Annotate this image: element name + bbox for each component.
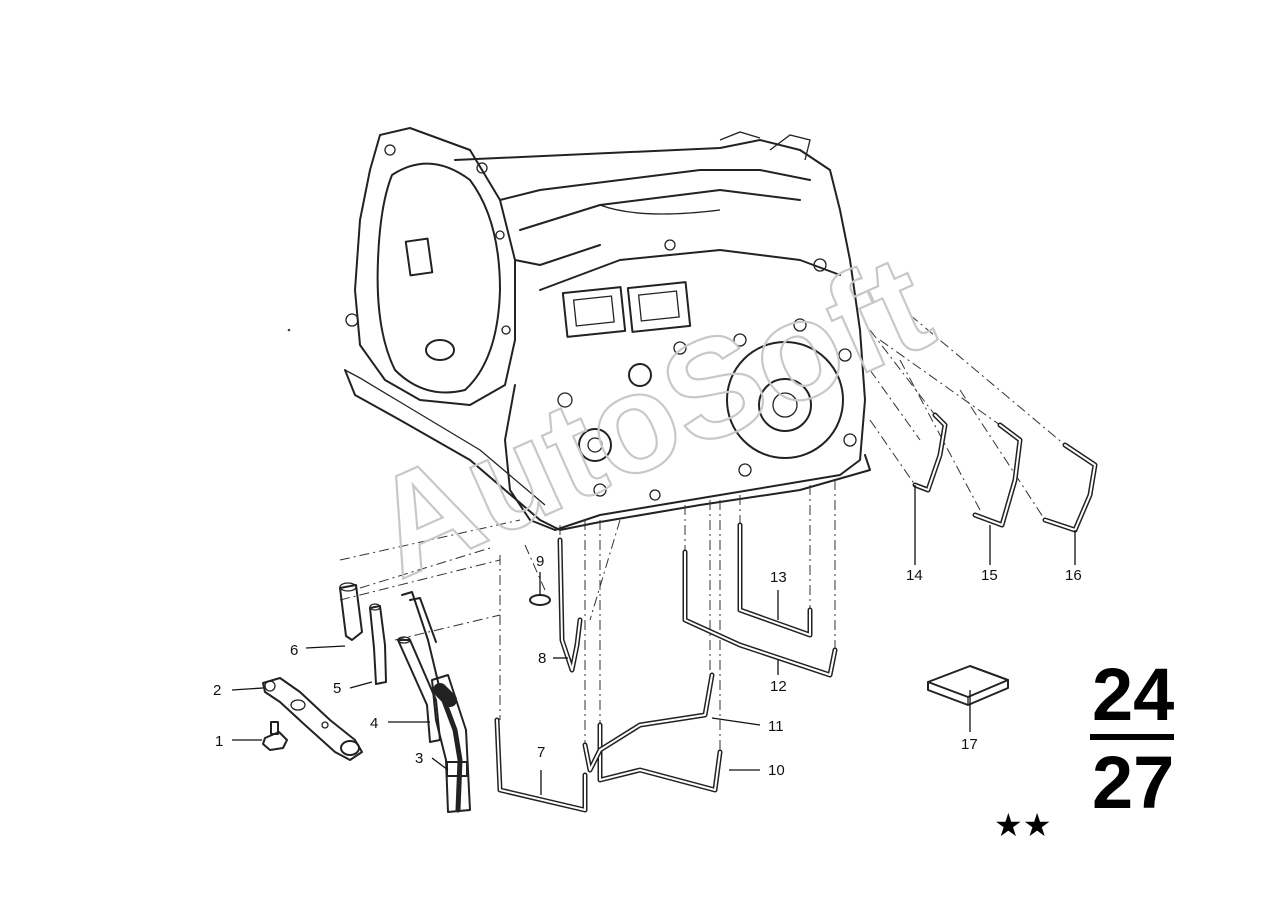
part-12-pipe (682, 549, 838, 678)
part-1-bolt (262, 721, 288, 751)
assembly-lines (339, 314, 1066, 750)
leader-lines (231, 485, 1076, 795)
callout-10: 10 (768, 762, 785, 779)
stray-dot (287, 328, 291, 332)
callout-9: 9 (536, 553, 544, 570)
part-7-pipe (494, 717, 588, 813)
callout-7: 7 (537, 744, 545, 761)
callout-8: 8 (538, 650, 546, 667)
callout-4: 4 (370, 715, 378, 732)
part-10-pipe (597, 722, 723, 793)
callout-3: 3 (415, 750, 423, 767)
fraction-bar (1090, 734, 1174, 740)
part-3-hose (431, 674, 471, 813)
part-13-pipe (737, 522, 813, 638)
part-6-hose (339, 582, 363, 641)
part-4-long-hose (401, 591, 441, 691)
callout-labels: 1 2 3 4 5 6 7 8 9 10 11 12 13 14 15 16 1… (213, 553, 1082, 779)
part-17-plate (927, 665, 1009, 706)
part-15-clip (972, 422, 1023, 528)
part-2-bracket (262, 677, 363, 761)
callout-6: 6 (290, 642, 298, 659)
callout-1: 1 (215, 733, 223, 750)
star-rating-marks: ★★ (994, 806, 1051, 844)
callout-16: 16 (1065, 567, 1082, 584)
callout-13: 13 (770, 569, 787, 586)
part-8-pipe (557, 537, 583, 673)
group-number-top: 24 (1092, 653, 1174, 736)
callout-5: 5 (333, 680, 341, 697)
callout-12: 12 (770, 678, 787, 695)
part-11-pipe (582, 672, 715, 773)
callout-2: 2 (213, 682, 221, 699)
group-number: 24 27 (1090, 653, 1174, 824)
part-5-hose (369, 603, 387, 685)
callout-11: 11 (768, 718, 784, 735)
part-9-seal-ring (529, 594, 551, 606)
callout-17: 17 (961, 736, 978, 753)
part-16-clip (1042, 442, 1098, 533)
part-4-hose (397, 636, 441, 743)
autosoft-watermark: AutoSoft (348, 224, 952, 608)
callout-14: 14 (906, 567, 923, 584)
part-14-clip (912, 412, 948, 493)
callout-15: 15 (981, 567, 998, 584)
group-number-bottom: 27 (1092, 741, 1174, 824)
